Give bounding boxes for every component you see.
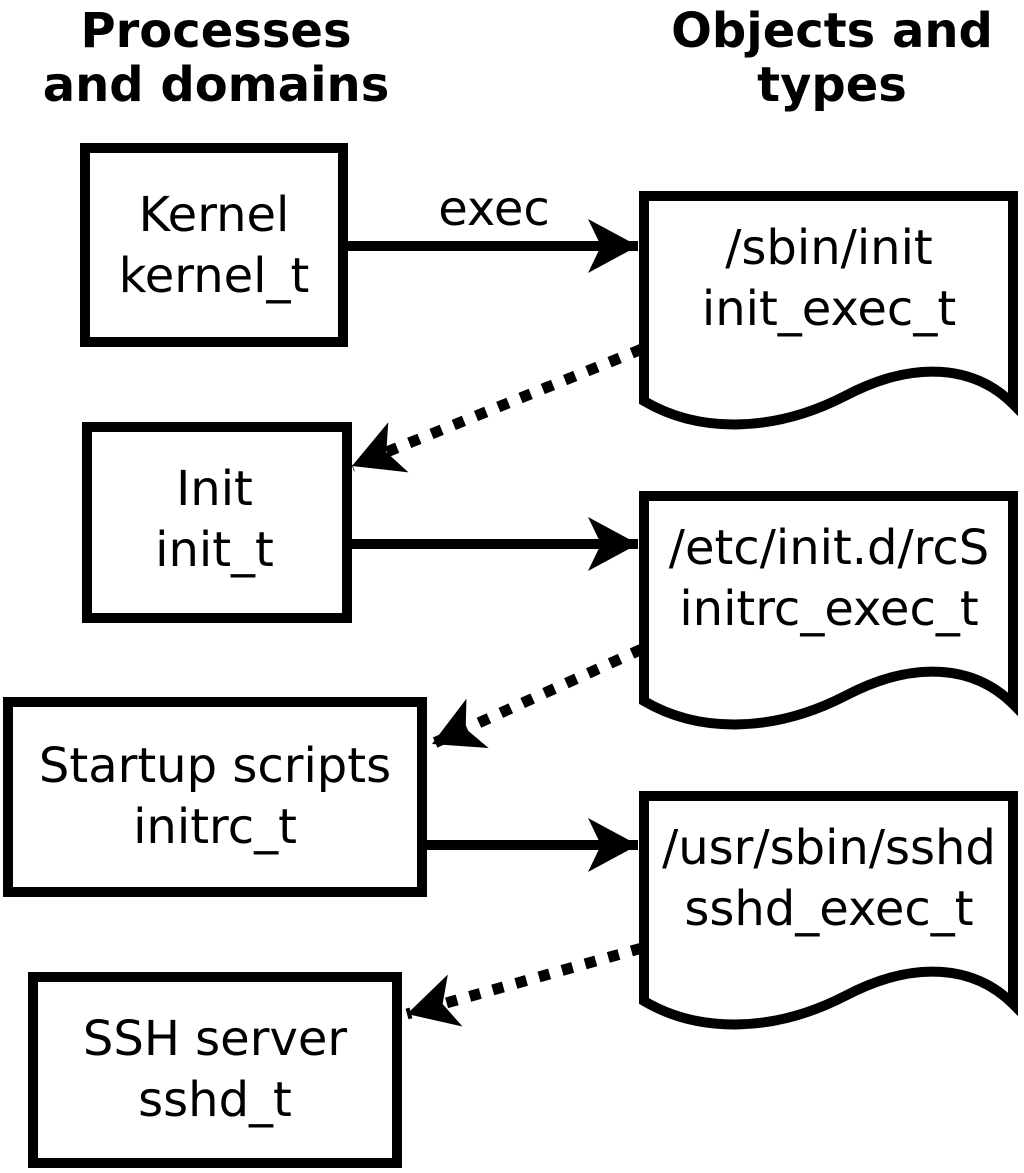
exec-arrow-label: exec: [438, 181, 550, 237]
object-path: /etc/init.d/rcS: [668, 519, 990, 576]
process-box-kernel: [80, 143, 348, 347]
object-path: /usr/sbin/sshd: [662, 819, 996, 876]
process-label-ssh-server: SSH server sshd_t: [28, 972, 402, 1168]
column-header-objects-line1: Objects and: [671, 3, 993, 59]
process-label-kernel: Kernel kernel_t: [80, 143, 348, 348]
object-label-etc-initd-rcs: /etc/init.d/rcS initrc_exec_t: [640, 511, 1018, 646]
process-box-ssh-server: [28, 972, 402, 1168]
object-path: /sbin/init: [725, 219, 933, 276]
process-domain-type: init_t: [155, 522, 274, 578]
document-shape-sbin-init: [639, 191, 1018, 430]
process-box-init: [82, 422, 352, 623]
column-header-objects-line2: types: [757, 57, 907, 113]
object-file-type: sshd_exec_t: [684, 880, 974, 937]
column-header-objects: Objects and types: [640, 4, 1024, 112]
object-file-type: initrc_exec_t: [679, 580, 979, 637]
process-label-init: Init init_t: [82, 422, 347, 618]
object-label-sbin-init: /sbin/init init_exec_t: [640, 211, 1018, 346]
transition-arrow-init-exec-to-init-t: [349, 343, 645, 473]
process-name: Startup scripts: [38, 738, 392, 794]
column-header-processes-line1: Processes: [80, 3, 352, 59]
process-box-startup-scripts: [3, 697, 427, 897]
document-shape-usr-sbin-sshd: [639, 791, 1018, 1030]
transition-arrow-sshd-exec-to-sshd-t: [405, 942, 644, 1027]
process-name: Init: [176, 461, 253, 517]
transition-arrow-initrc-exec-to-initrc-t: [429, 643, 645, 750]
process-domain-type: initrc_t: [133, 799, 297, 855]
column-header-processes: Processes and domains: [0, 4, 432, 112]
object-label-usr-sbin-sshd: /usr/sbin/sshd sshd_exec_t: [640, 811, 1018, 946]
document-shape-etc-initd-rcs: [639, 491, 1018, 730]
process-label-startup-scripts: Startup scripts initrc_t: [3, 697, 427, 897]
process-name: Kernel: [138, 186, 290, 243]
process-domain-type: sshd_t: [138, 1072, 292, 1128]
column-header-processes-line2: and domains: [42, 57, 390, 113]
process-domain-type: kernel_t: [118, 247, 310, 304]
object-file-type: init_exec_t: [701, 280, 957, 337]
process-name: SSH server: [82, 1011, 348, 1067]
